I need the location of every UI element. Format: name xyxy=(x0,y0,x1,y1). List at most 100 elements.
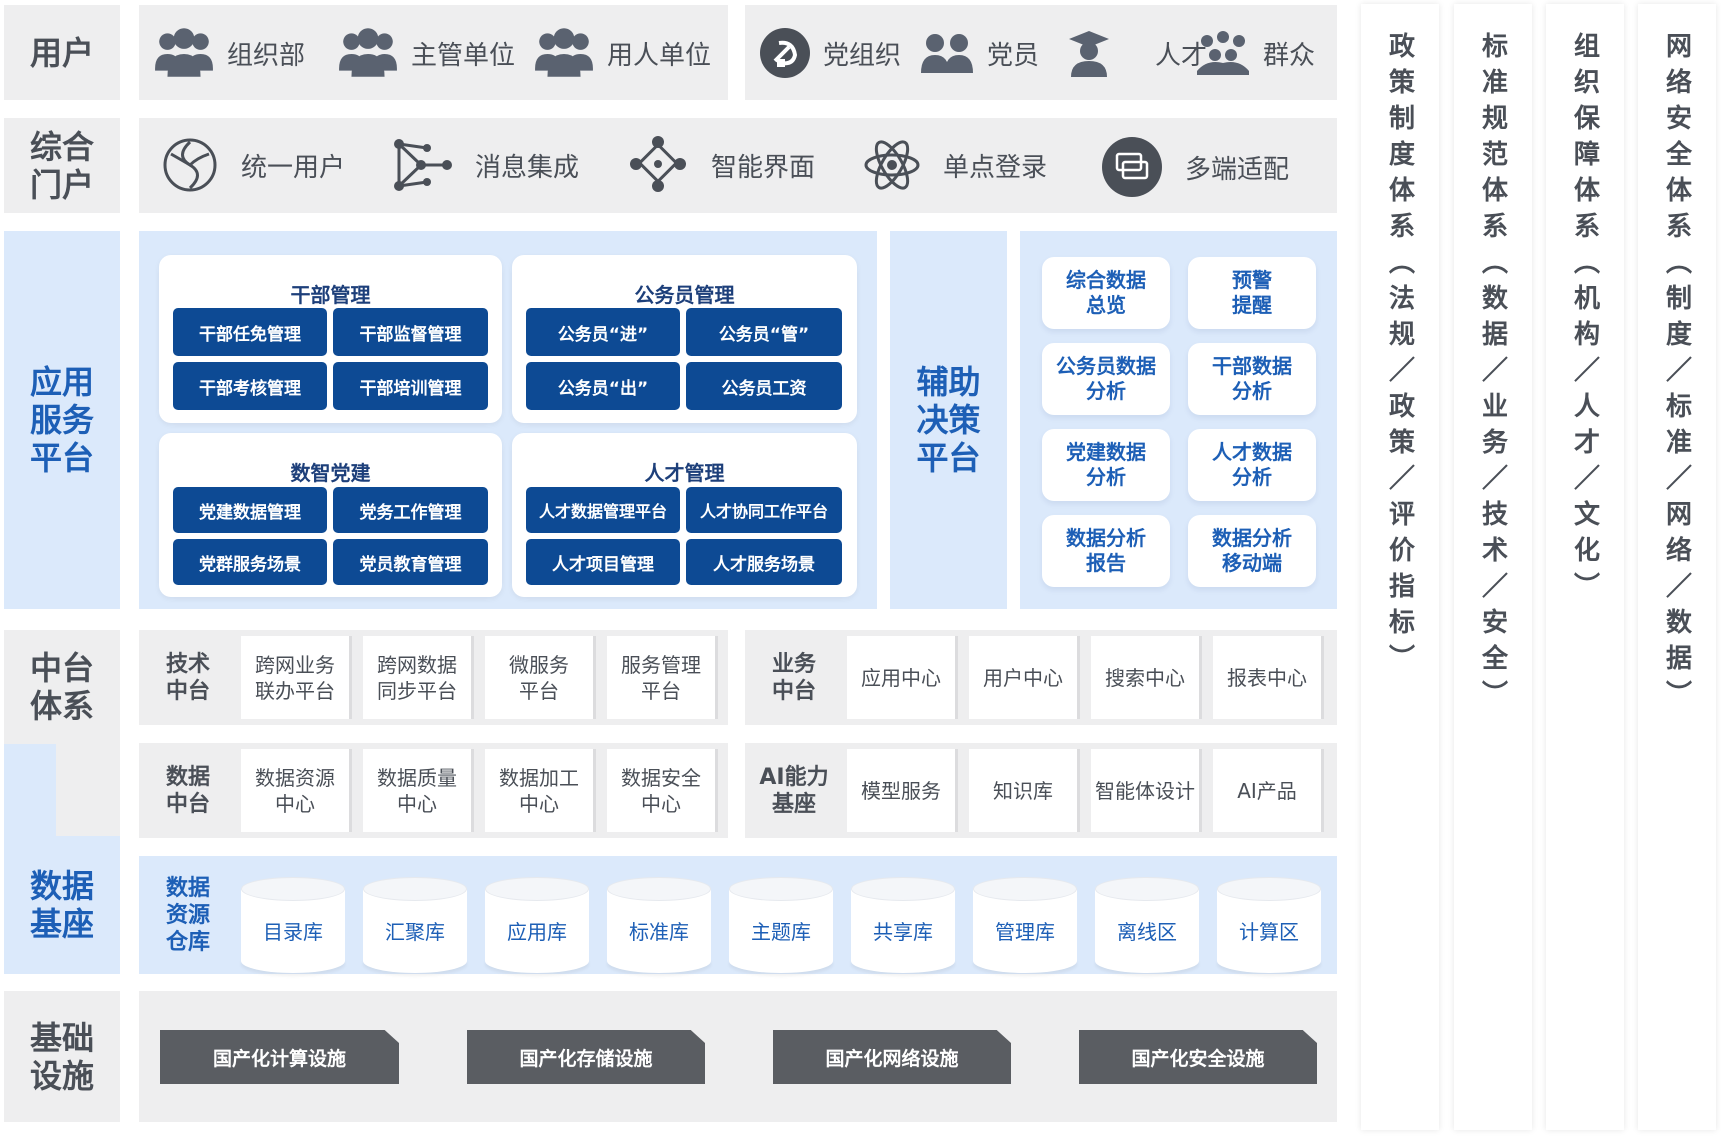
biz-middle-item[interactable]: 搜索中心 xyxy=(1091,636,1199,719)
database-cylinder-icon[interactable]: 应用库 xyxy=(485,877,589,973)
cyl-top xyxy=(363,877,467,901)
database-cylinder-icon[interactable]: 主题库 xyxy=(729,877,833,973)
standard-column-text: 标准规范体系︵数据／业务／技术／安全︶ xyxy=(1477,32,1508,716)
decision-item[interactable]: 数据分析 移动端 xyxy=(1188,515,1316,587)
ai-middle-item[interactable]: AI产品 xyxy=(1213,749,1321,832)
user-item-label: 人才 xyxy=(1155,40,1208,71)
user-item-party-org[interactable]: 党组织 xyxy=(759,27,901,79)
app-item-button[interactable]: 党建数据管理 xyxy=(173,487,327,533)
portal-item-smart-ui[interactable]: 智能界面 xyxy=(627,136,815,194)
circle-swirl-icon xyxy=(163,138,217,192)
decision-item[interactable]: 干部数据 分析 xyxy=(1188,343,1316,415)
data-middle-item[interactable]: 数据资源 中心 xyxy=(241,749,349,832)
graduate-icon xyxy=(1069,31,1109,77)
multi-device-icon xyxy=(1102,137,1162,197)
decision-item[interactable]: 党建数据 分析 xyxy=(1042,429,1170,501)
biz-middle-item[interactable]: 应用中心 xyxy=(847,636,955,719)
data-middle-item[interactable]: 数据安全 中心 xyxy=(607,749,715,832)
user-item-org[interactable]: 组织部 xyxy=(153,27,305,79)
cyl-top xyxy=(973,877,1077,901)
app-item-button[interactable]: 公务员“管” xyxy=(686,308,842,356)
data-middle-item[interactable]: 数据质量 中心 xyxy=(363,749,471,832)
app-item-button[interactable]: 公务员“出” xyxy=(526,362,680,410)
infra-item[interactable]: 国产化存储设施 xyxy=(467,1030,705,1084)
portal-item-multi-device[interactable]: 多端适配 xyxy=(1101,136,1289,198)
app-item-button[interactable]: 人才数据管理平台 xyxy=(526,487,680,533)
warehouse-label: 数据 资源 仓库 xyxy=(165,875,210,955)
ai-middle-item[interactable]: 智能体设计 xyxy=(1091,749,1199,832)
app-item-button[interactable]: 人才项目管理 xyxy=(526,539,680,585)
app-item-button[interactable]: 党群服务场景 xyxy=(173,539,327,585)
data-middle-item[interactable]: 数据加工 中心 xyxy=(485,749,593,832)
warehouse-item: 管理库 xyxy=(995,919,1055,944)
user-item-talent[interactable]: 人才 xyxy=(1065,27,1207,79)
database-cylinder-icon[interactable]: 共享库 xyxy=(851,877,955,973)
user-item-dept[interactable]: 主管单位 xyxy=(337,27,515,79)
portal-item-label: 智能界面 xyxy=(711,152,816,183)
app-item-button[interactable]: 干部任免管理 xyxy=(173,308,327,356)
portal-item-unified-user[interactable]: 统一用户 xyxy=(161,136,345,194)
decision-item[interactable]: 公务员数据 分析 xyxy=(1042,343,1170,415)
app-item-button[interactable]: 党务工作管理 xyxy=(333,487,488,533)
portal-item-label: 消息集成 xyxy=(475,152,580,183)
infra-item[interactable]: 国产化安全设施 xyxy=(1079,1030,1317,1084)
tech-middle-item[interactable]: 微服务 平台 xyxy=(485,636,593,719)
app-item-button[interactable]: 人才协同工作平台 xyxy=(686,487,842,533)
database-cylinder-icon[interactable]: 汇聚库 xyxy=(363,877,467,973)
database-cylinder-icon[interactable]: 离线区 xyxy=(1095,877,1199,973)
database-cylinder-icon[interactable]: 目录库 xyxy=(241,877,345,973)
decision-item[interactable]: 数据分析 报告 xyxy=(1042,515,1170,587)
biz-middle-item[interactable]: 用户中心 xyxy=(969,636,1077,719)
tech-middle-item[interactable]: 跨网业务 联办平台 xyxy=(241,636,349,719)
cyl-body xyxy=(363,889,467,961)
decision-item[interactable]: 人才数据 分析 xyxy=(1188,429,1316,501)
cyl-body xyxy=(1217,889,1321,961)
cyl-body xyxy=(241,889,345,961)
ai-middle-item[interactable]: 知识库 xyxy=(969,749,1077,832)
row-label-data: 数据 基座 xyxy=(4,836,120,974)
row-label-app-text: 应用 服务 平台 xyxy=(29,363,94,477)
portal-item-label: 多端适配 xyxy=(1185,154,1290,185)
app-item-button[interactable]: 干部监督管理 xyxy=(333,308,488,356)
biz-middle-panel: 业务 中台 应用中心 用户中心 搜索中心 报表中心 xyxy=(745,630,1337,725)
diamond-grid-icon xyxy=(630,136,686,192)
user-item-label: 用人单位 xyxy=(607,40,712,71)
app-item-button[interactable]: 公务员“进” xyxy=(526,308,680,356)
app-item-button[interactable]: 干部考核管理 xyxy=(173,362,327,410)
warehouse-item: 计算区 xyxy=(1239,919,1299,944)
app-item-button[interactable]: 人才服务场景 xyxy=(686,539,842,585)
party-emblem-icon xyxy=(760,28,810,78)
tech-middle-item[interactable]: 跨网数据 同步平台 xyxy=(363,636,471,719)
cyl-body xyxy=(607,889,711,961)
app-item-button[interactable]: 干部培训管理 xyxy=(333,362,488,410)
ai-middle-panel: AI能力 基座 模型服务 知识库 智能体设计 AI产品 xyxy=(745,743,1337,838)
data-middle-label: 数据 中台 xyxy=(165,764,210,817)
user-group-2: 党组织 党员 人才 群众 xyxy=(745,5,1337,100)
biz-middle-item[interactable]: 报表中心 xyxy=(1213,636,1321,719)
decision-item[interactable]: 预警 提醒 xyxy=(1188,257,1316,329)
portal-item-message[interactable]: 消息集成 xyxy=(391,136,579,194)
app-card-title: 干部管理 xyxy=(290,283,371,307)
row-label-infra-text: 基础 设施 xyxy=(29,1018,94,1095)
infra-item[interactable]: 国产化网络设施 xyxy=(773,1030,1011,1084)
database-cylinder-icon[interactable]: 标准库 xyxy=(607,877,711,973)
user-item-public[interactable]: 群众 xyxy=(1195,27,1315,79)
organization-column-text: 组织保障体系︵机构／人才／文化︶ xyxy=(1569,32,1600,608)
portal-item-sso[interactable]: 单点登录 xyxy=(863,136,1047,194)
app-item-button[interactable]: 党员教育管理 xyxy=(333,539,488,585)
user-item-employer[interactable]: 用人单位 xyxy=(533,27,711,79)
tech-middle-item[interactable]: 服务管理 平台 xyxy=(607,636,715,719)
app-item-button[interactable]: 公务员工资 xyxy=(686,362,842,410)
app-card-cadre: 干部管理 干部任免管理 干部监督管理 干部考核管理 干部培训管理 xyxy=(159,255,502,423)
decision-item[interactable]: 综合数据 总览 xyxy=(1042,257,1170,329)
cyl-body xyxy=(729,889,833,961)
decision-label: 辅助 决策 平台 xyxy=(890,231,1007,609)
app-card-title: 人才管理 xyxy=(644,461,725,485)
database-cylinder-icon[interactable]: 计算区 xyxy=(1217,877,1321,973)
user-item-member[interactable]: 党员 xyxy=(919,27,1039,79)
users-group-icon xyxy=(153,27,215,79)
infra-item[interactable]: 国产化计算设施 xyxy=(160,1030,399,1084)
database-cylinder-icon[interactable]: 管理库 xyxy=(973,877,1077,973)
ai-middle-item[interactable]: 模型服务 xyxy=(847,749,955,832)
app-card-title: 公务员管理 xyxy=(634,283,735,307)
